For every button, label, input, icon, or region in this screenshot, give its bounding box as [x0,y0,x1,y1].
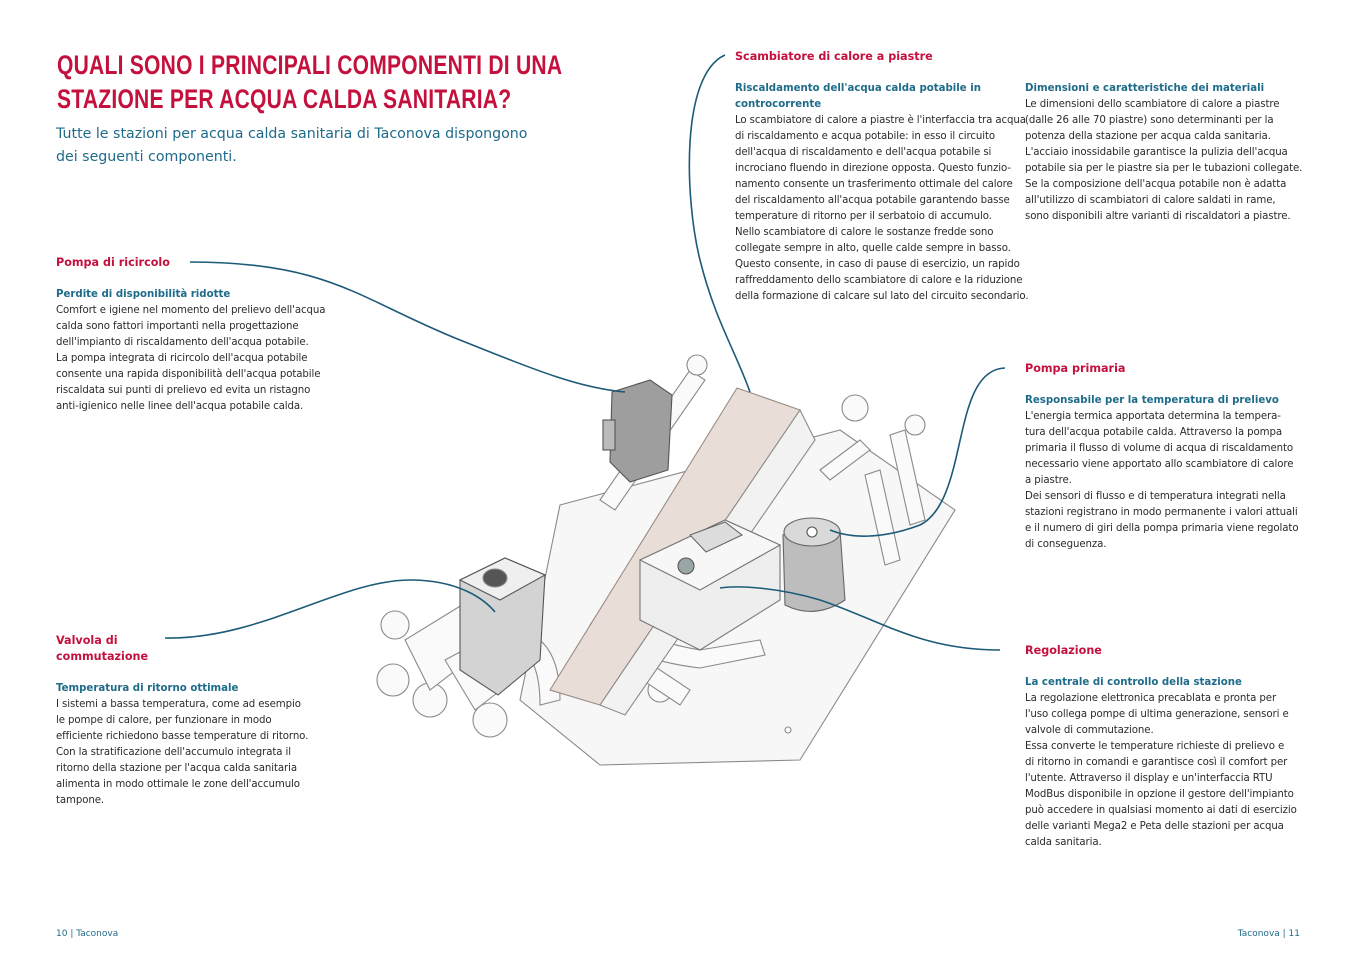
leader-line-valvola [164,579,496,639]
section-title: Pompa primaria [1025,362,1126,375]
section-valvola: Valvola di commutazione Temperatura di r… [56,633,308,809]
section-subtitle: Perdite di disponibilità ridotte [56,289,231,300]
section-body: Comfort e igiene nel momento del preliev… [56,305,326,412]
valve-nut [376,663,410,697]
leader-line-scambiatore [688,54,751,393]
page-title: QUALI SONO I PRINCIPALI COMPONENTI DI UN… [57,50,563,114]
footer-left-page-number: 10 | Taconova [56,929,119,939]
section-title: Scambiatore di calore a piastre [735,50,933,63]
section-pompa-primaria: Pompa primaria Responsabile per la tempe… [1025,361,1299,553]
section-dimensioni: Dimensioni e caratteristiche dei materia… [1025,81,1302,225]
section-title: Valvola di commutazione [56,634,149,663]
leader-line-pompa-primaria [829,367,1006,537]
section-subtitle: Riscaldamento dell'acqua calda potabile … [735,83,981,110]
section-scambiatore: Scambiatore di calore a piastre Riscalda… [735,49,1029,305]
leader-line-regolazione [719,586,1001,651]
valve-nut [904,414,926,436]
valve-nut [472,702,508,738]
pipe [819,439,871,481]
section-subtitle: Temperatura di ritorno ottimale [56,683,239,694]
pipe [889,429,926,526]
leader-lines [164,54,1006,651]
section-body: Le dimensioni dello scambiatore di calor… [1025,99,1303,222]
valve-nut [380,610,410,640]
section-body: L'energia termica apportata determina la… [1025,411,1299,550]
section-body: Lo scambiatore di calore a piastre è l'i… [735,115,1029,302]
section-subtitle: Responsabile per la temperatura di preli… [1025,395,1279,406]
recirculation-pump [609,379,673,483]
section-title: Regolazione [1025,644,1102,657]
control-knob [677,557,695,575]
section-pompa-ricircolo: Pompa di ricircolo Perdite di disponibil… [56,255,325,415]
section-body: La regolazione elettronica precablata e … [1025,693,1297,848]
control-display [689,521,744,553]
section-subtitle: La centrale di controllo della stazione [1025,677,1242,688]
valve-nut [686,354,708,376]
page-subtitle: Tutte le stazioni per acqua calda sanita… [56,126,528,165]
section-body: I sistemi a bassa temperatura, come ad e… [56,699,309,806]
pipe [864,469,901,566]
leader-line-pompa-ricircolo [189,261,626,393]
valve-nut [841,394,869,422]
footer-right-page-number: Taconova | 11 [1237,929,1300,939]
section-regolazione: Regolazione La centrale di controllo del… [1025,643,1297,851]
section-subtitle: Dimensioni e caratteristiche dei materia… [1025,83,1265,94]
section-title: Pompa di ricircolo [56,256,170,269]
